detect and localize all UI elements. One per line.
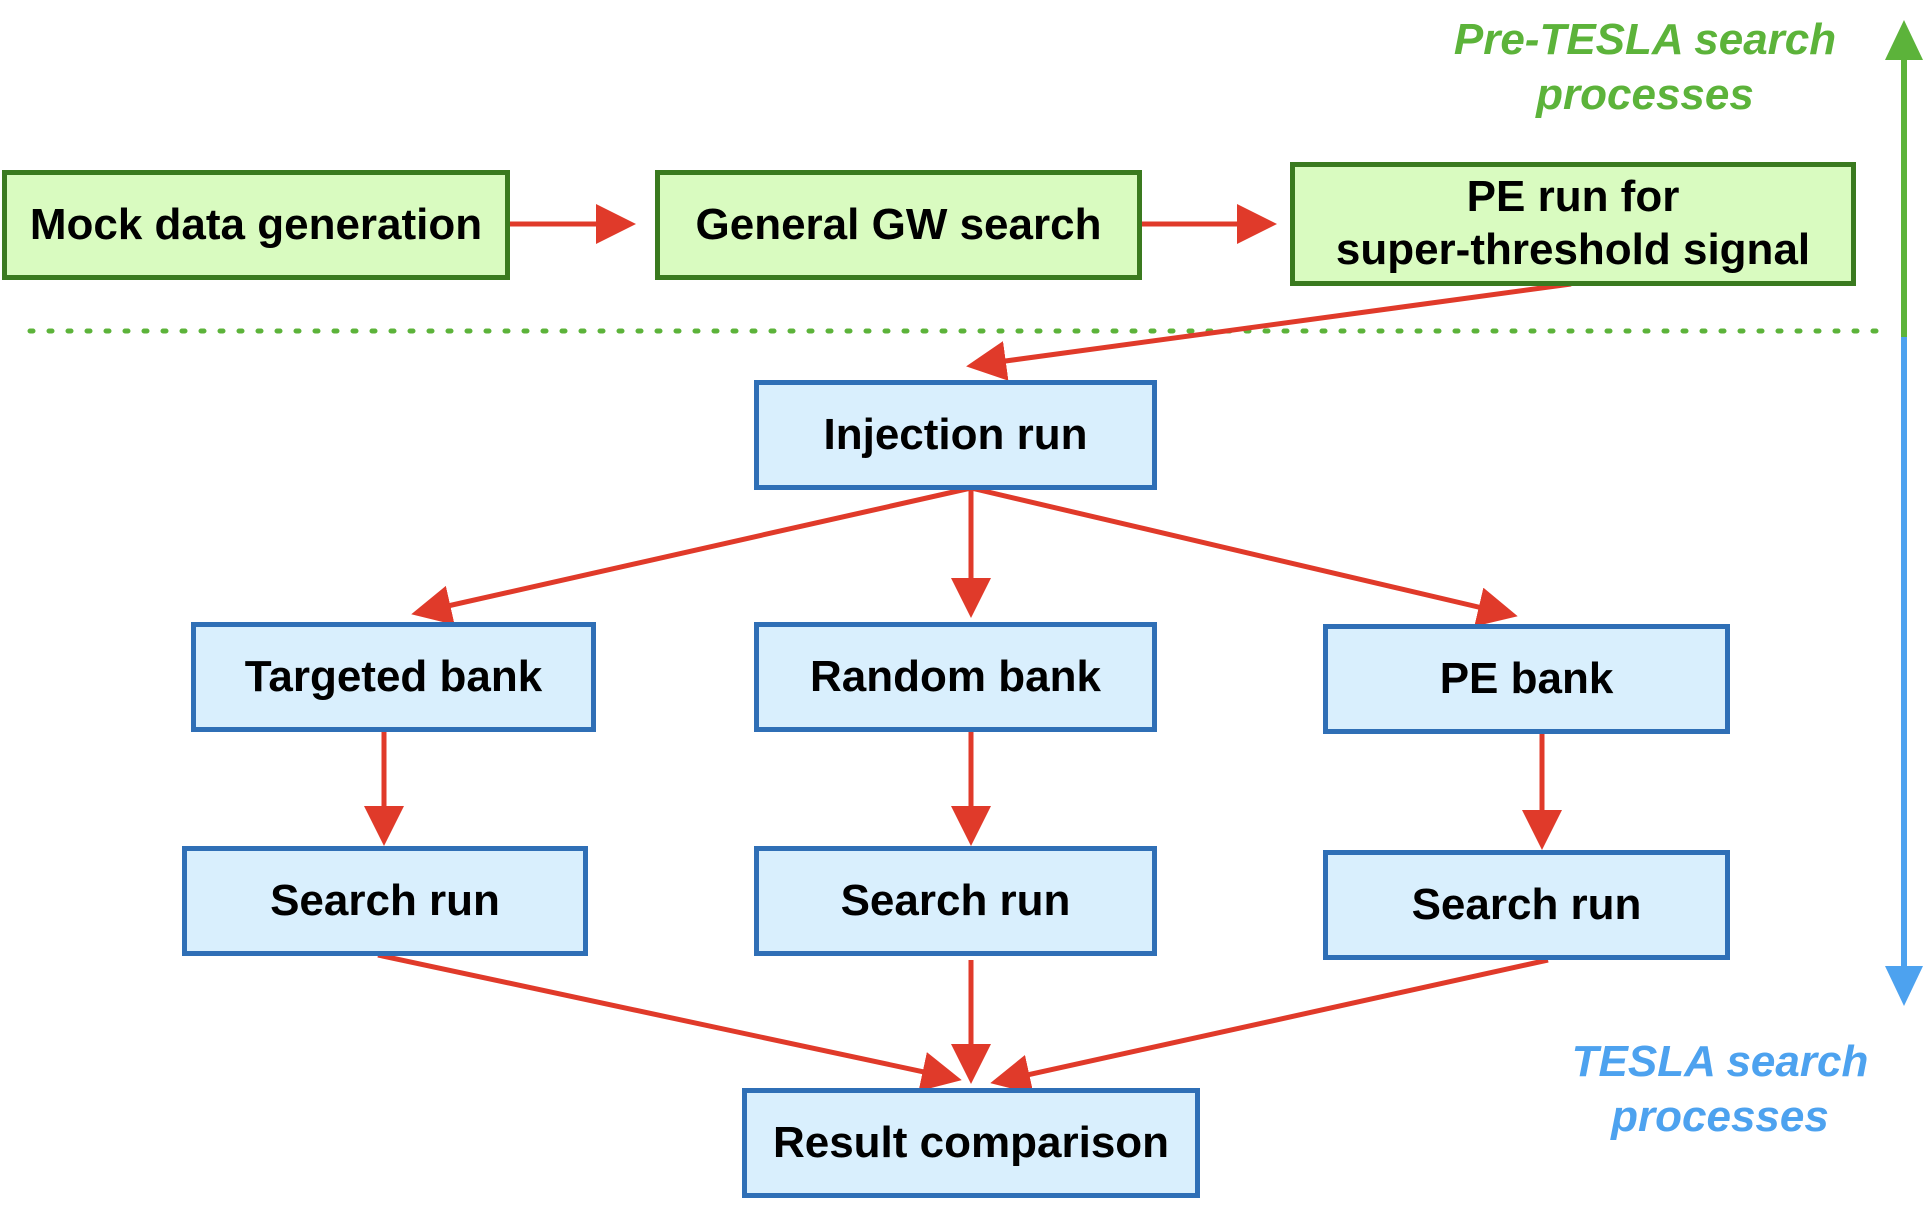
tesla-caption-line2: processes (1611, 1092, 1829, 1141)
search-run-random-label: Search run (840, 875, 1071, 925)
pe-run-box: PE run for super-threshold signal (1290, 162, 1856, 286)
search-run-targeted-label: Search run (270, 875, 500, 925)
pe-run-label-line1: PE run for (1466, 172, 1680, 222)
timeline-down-arrowhead (1885, 966, 1923, 1006)
tesla-caption-line1: TESLA search (1571, 1037, 1869, 1086)
general-gw-search-label: General GW search (695, 199, 1102, 249)
targeted-bank-label: Targeted bank (244, 651, 543, 701)
pe-bank-box: PE bank (1323, 624, 1730, 734)
mock-data-generation-label: Mock data generation (29, 199, 483, 249)
injection-run-box: Injection run (754, 380, 1157, 490)
search-run-pe-box: Search run (1323, 850, 1730, 960)
arrow-search-targeted-to-result (377, 952, 962, 1092)
pre-tesla-caption-line2: processes (1536, 70, 1754, 119)
arrow-injection-to-pe-bank (970, 485, 1518, 627)
targeted-bank-box: Targeted bank (191, 622, 596, 732)
search-run-random-box: Search run (754, 846, 1157, 956)
arrow-pe-run-to-injection (966, 281, 1572, 381)
result-comparison-label: Result comparison (772, 1117, 1170, 1167)
search-run-targeted-box: Search run (182, 846, 588, 956)
timeline-up-arrowhead (1885, 20, 1923, 60)
arrow-injection-to-targeted (411, 485, 972, 625)
result-comparison-box: Result comparison (742, 1088, 1200, 1198)
mock-data-generation-box: Mock data generation (2, 170, 510, 280)
pre-tesla-caption: Pre-TESLA search processes (1430, 12, 1860, 122)
injection-run-label: Injection run (823, 409, 1088, 459)
general-gw-search-box: General GW search (655, 170, 1142, 280)
random-bank-label: Random bank (810, 651, 1101, 701)
pe-run-label-line2: super-threshold signal (1335, 225, 1811, 274)
arrow-search-pe-to-result (990, 957, 1549, 1095)
random-bank-box: Random bank (754, 622, 1157, 732)
search-run-pe-label: Search run (1411, 879, 1642, 929)
pe-bank-label: PE bank (1439, 653, 1614, 703)
pre-tesla-caption-line1: Pre-TESLA search (1453, 15, 1837, 64)
tesla-caption: TESLA search processes (1520, 1034, 1920, 1144)
